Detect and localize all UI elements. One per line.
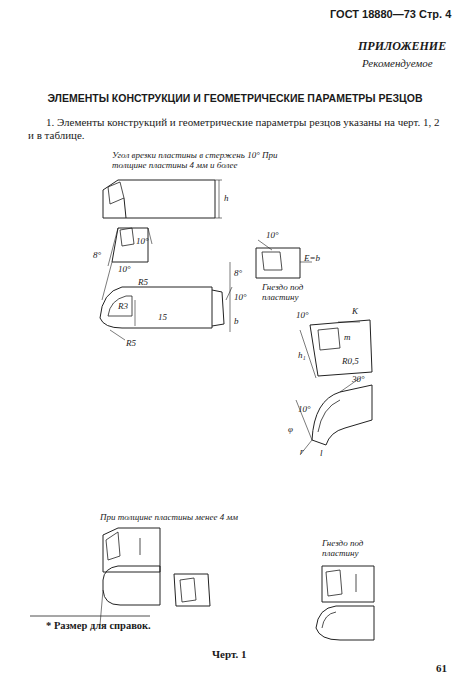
appendix-label: ПРИЛОЖЕНИЕ [358, 40, 446, 54]
note: Гнездо под пластину [322, 538, 382, 559]
dimension: K [352, 306, 358, 316]
dimension: m [344, 332, 351, 342]
angle: 8° [93, 250, 101, 260]
page-number: 61 [436, 662, 447, 675]
radius: R3 [118, 301, 128, 311]
radius: r [300, 446, 304, 456]
dimension: 15 [158, 312, 167, 322]
section-title: ЭЛЕМЕНТЫ КОНСТРУКЦИИ И ГЕОМЕТРИЧЕСКИЕ ПА… [20, 92, 450, 104]
figure-caption: Черт. 1 [212, 648, 247, 661]
note: Гнездо под пластину [262, 282, 322, 303]
note: При толщине пластины менее 4 мм [100, 512, 238, 522]
dimension: h [224, 193, 229, 203]
radius: R0,5 [342, 356, 359, 366]
angle: 10° [296, 310, 309, 320]
dimension: l [320, 448, 323, 458]
angle: φ [288, 424, 293, 434]
radius: R5 [126, 338, 136, 348]
dimension: E=b [304, 253, 320, 263]
angle: 8° [234, 268, 242, 278]
angle: 10° [234, 292, 247, 302]
dimension: b [234, 316, 239, 326]
dimension: h₁ [298, 350, 306, 360]
footnote: * Размер для справок. [46, 620, 151, 632]
angle: 30° [352, 374, 365, 384]
angle: 10° [266, 230, 279, 240]
angle: 10° [118, 264, 131, 274]
radius: R5 [138, 277, 148, 287]
note: Угол врезки пластины в стержень 10° При … [112, 150, 302, 171]
paragraph: 1. Элементы конструкций и геометрические… [28, 116, 448, 141]
angle: 10° [136, 236, 149, 246]
header: ГОСТ 18880—73 Стр. 4 [330, 8, 451, 21]
angle: 10° [298, 404, 311, 414]
appendix-status: Рекомендуемое [362, 57, 433, 70]
